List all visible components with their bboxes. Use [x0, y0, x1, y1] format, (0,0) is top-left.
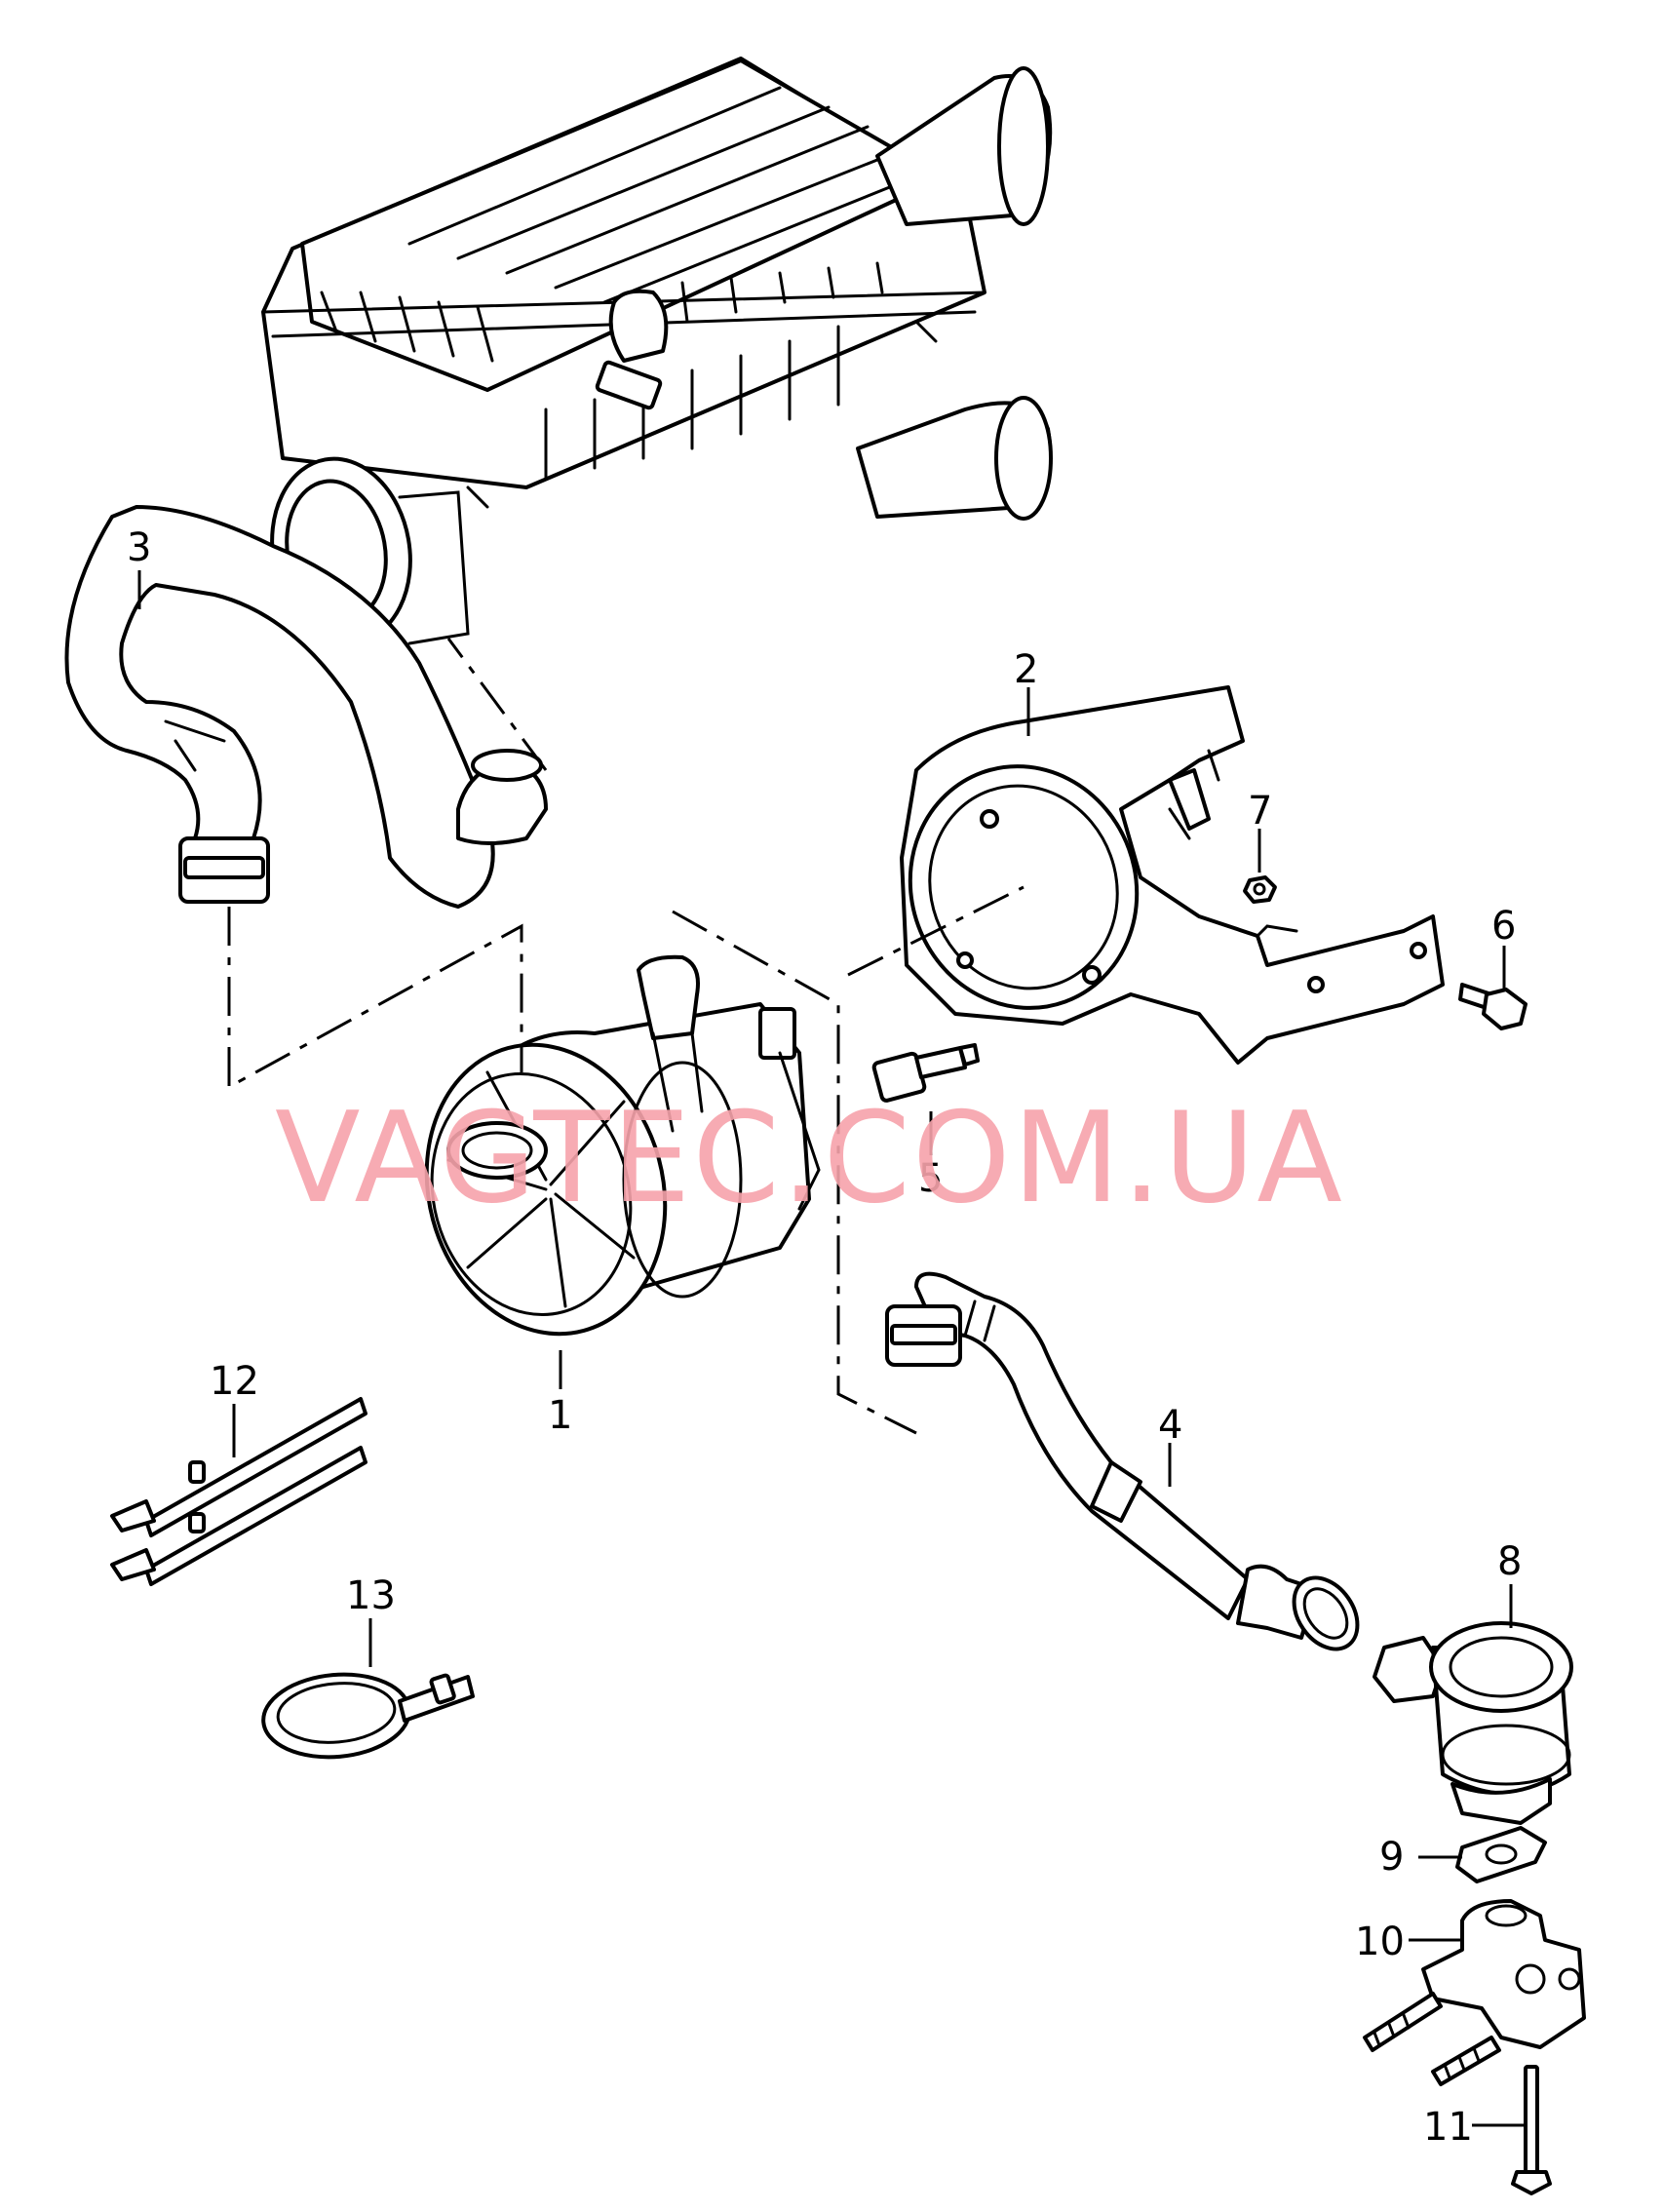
bolt-11 [1511, 2065, 1552, 2195]
bracket-2 [900, 685, 1445, 1065]
callout-4: 4 [1158, 1403, 1182, 1448]
callout-1: 1 [548, 1393, 572, 1438]
combination-valve-8 [1373, 1621, 1573, 1825]
sensor-5 [871, 1043, 980, 1103]
flange-10 [1363, 1899, 1586, 2086]
callout-5: 5 [918, 1156, 943, 1201]
leader-lines [137, 570, 1526, 2127]
callout-2: 2 [1014, 647, 1038, 692]
cable-ties-12 [110, 1397, 367, 1586]
hose-4 [885, 1271, 1360, 1651]
watermark-text: VAGTEC.COM.UA [275, 1086, 1344, 1231]
callout-6: 6 [1491, 904, 1516, 949]
bolt-6 [1458, 983, 1528, 1030]
gasket-9 [1455, 1826, 1547, 1883]
callout-13: 13 [346, 1573, 396, 1618]
callout-10: 10 [1355, 1920, 1405, 1964]
strap-13 [261, 1672, 475, 1760]
secondary-air-pump-1 [424, 954, 821, 1337]
assembly-lines [227, 638, 1025, 1435]
hose-3 [64, 505, 548, 909]
callout-labels: 3 2 7 6 5 1 4 8 9 10 11 12 13 [127, 525, 1522, 2150]
callout-3: 3 [127, 525, 151, 570]
nut-7 [1243, 875, 1277, 904]
callout-12: 12 [210, 1359, 259, 1404]
callout-7: 7 [1248, 789, 1272, 834]
callout-9: 9 [1379, 1835, 1404, 1880]
callout-11: 11 [1423, 2105, 1473, 2150]
air-filter-housing [261, 57, 1053, 645]
callout-8: 8 [1497, 1539, 1522, 1584]
